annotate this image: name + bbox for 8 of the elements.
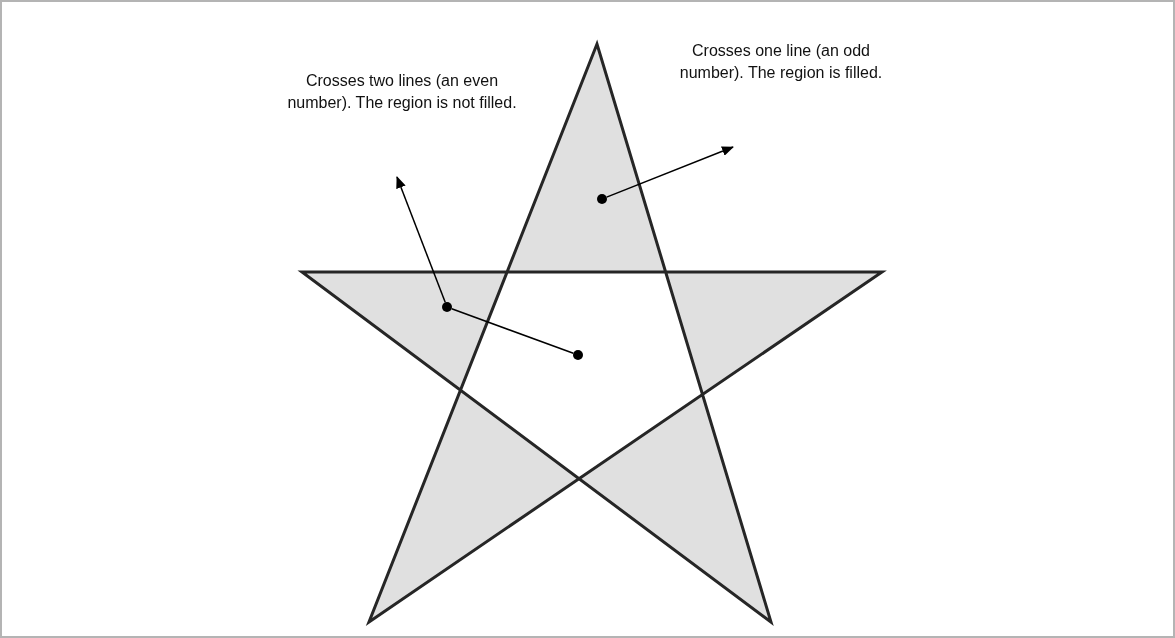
annotation-text: Crosses one line (an odd number). The region is filled. <box>676 40 886 84</box>
annotation-text: Crosses two lines (an even number). The region is not filled. <box>286 70 518 114</box>
dot-marker <box>573 350 583 360</box>
arrow <box>605 146 734 198</box>
connector-line <box>450 307 575 355</box>
dot-marker <box>442 302 452 312</box>
dot-marker <box>597 194 607 204</box>
arrow <box>396 176 446 304</box>
